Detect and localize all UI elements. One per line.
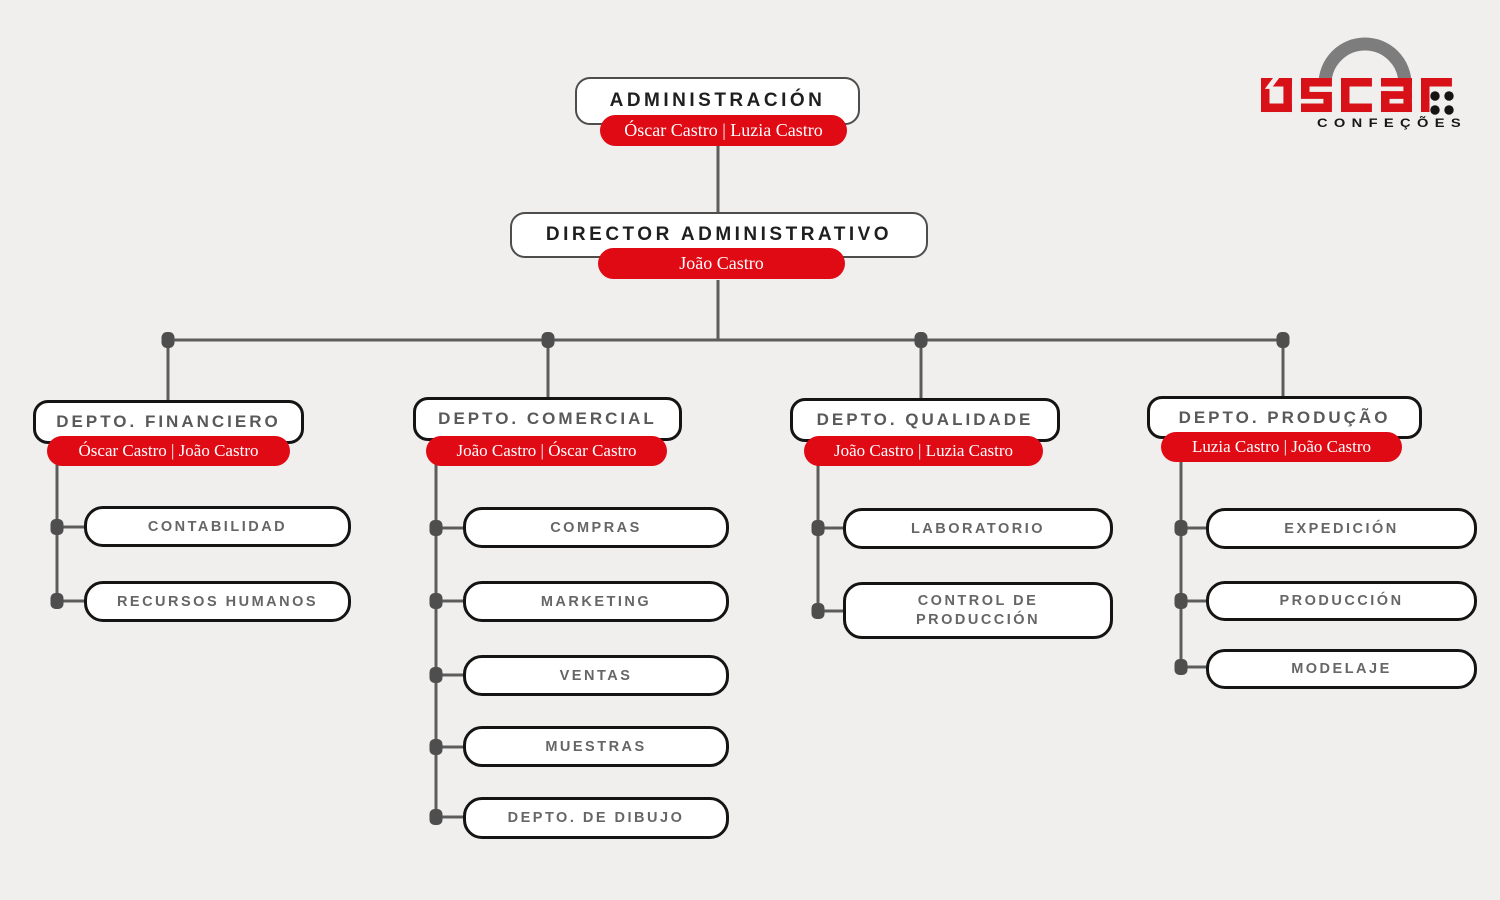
node-ventas: VENTAS bbox=[463, 655, 729, 696]
node-title: ADMINISTRACIÓN bbox=[609, 90, 826, 111]
node-label: MUESTRAS bbox=[545, 738, 647, 755]
logo-subtitle: CONFEÇÕES bbox=[1317, 117, 1467, 130]
node-director-administrativo: DIRECTOR ADMINISTRATIVO bbox=[510, 212, 928, 258]
node-label: VENTAS bbox=[559, 667, 633, 684]
node-depto-financiero-names: Óscar Castro | João Castro bbox=[47, 436, 290, 466]
node-administracion-names: Óscar Castro | Luzia Castro bbox=[600, 115, 847, 146]
node-modelaje: MODELAJE bbox=[1206, 649, 1477, 689]
node-label: CONTABILIDAD bbox=[147, 518, 288, 535]
node-recursos-humanos: RECURSOS HUMANOS bbox=[84, 581, 351, 622]
node-muestras: MUESTRAS bbox=[463, 726, 729, 767]
node-title: DEPTO. COMERCIAL bbox=[438, 409, 657, 428]
node-expedicion: EXPEDICIÓN bbox=[1206, 508, 1477, 549]
node-label: RECURSOS HUMANOS bbox=[116, 593, 319, 610]
node-contabilidad: CONTABILIDAD bbox=[84, 506, 351, 547]
badge-text: Óscar Castro | Luzia Castro bbox=[624, 120, 823, 140]
badge-text: Óscar Castro | João Castro bbox=[78, 441, 259, 460]
node-title: DEPTO. FINANCIERO bbox=[56, 412, 281, 431]
node-label: PRODUCCIÓN bbox=[1279, 593, 1404, 609]
node-title: DEPTO. PRODUÇÃO bbox=[1178, 407, 1391, 427]
node-depto-producao-names: Luzia Castro | João Castro bbox=[1161, 432, 1402, 462]
oscar-logo: CONFEÇÕES bbox=[1261, 37, 1467, 130]
node-depto-producao: DEPTO. PRODUÇÃO bbox=[1147, 396, 1422, 439]
node-label: LABORATORIO bbox=[910, 520, 1046, 537]
logo-arch bbox=[1318, 37, 1412, 85]
node-compras: COMPRAS bbox=[463, 507, 729, 548]
node-title: DEPTO. QUALIDADE bbox=[816, 410, 1034, 429]
node-title: DIRECTOR ADMINISTRATIVO bbox=[545, 224, 893, 245]
node-laboratorio: LABORATORIO bbox=[843, 508, 1113, 549]
node-label: CONTROL DE PRODUCCIÓN bbox=[915, 592, 1041, 628]
logo-word bbox=[1261, 76, 1452, 113]
node-label: COMPRAS bbox=[550, 519, 642, 536]
node-depto-de-dibujo: DEPTO. DE DIBUJO bbox=[463, 797, 729, 839]
node-marketing: MARKETING bbox=[463, 581, 729, 622]
node-depto-comercial: DEPTO. COMERCIAL bbox=[413, 397, 682, 441]
node-depto-comercial-names: João Castro | Óscar Castro bbox=[426, 436, 667, 466]
badge-text: Luzia Castro | João Castro bbox=[1191, 437, 1372, 456]
node-director-administrativo-names: João Castro bbox=[598, 248, 845, 279]
badge-text: João Castro | Óscar Castro bbox=[456, 441, 637, 460]
node-label: MARKETING bbox=[540, 593, 652, 610]
badge-text: João Castro bbox=[679, 253, 764, 273]
node-depto-qualidade: DEPTO. QUALIDADE bbox=[790, 398, 1060, 442]
logo-dots bbox=[1430, 91, 1454, 115]
node-label: EXPEDICIÓN bbox=[1284, 520, 1399, 537]
node-label: MODELAJE bbox=[1291, 661, 1392, 677]
junction-dots bbox=[50, 332, 1290, 825]
node-control-de-produccion: CONTROL DE PRODUCCIÓN bbox=[843, 582, 1113, 639]
node-produccion: PRODUCCIÓN bbox=[1206, 581, 1477, 621]
node-depto-qualidade-names: João Castro | Luzia Castro bbox=[804, 436, 1043, 466]
node-label: DEPTO. DE DIBUJO bbox=[507, 810, 685, 826]
badge-text: João Castro | Luzia Castro bbox=[833, 441, 1014, 460]
